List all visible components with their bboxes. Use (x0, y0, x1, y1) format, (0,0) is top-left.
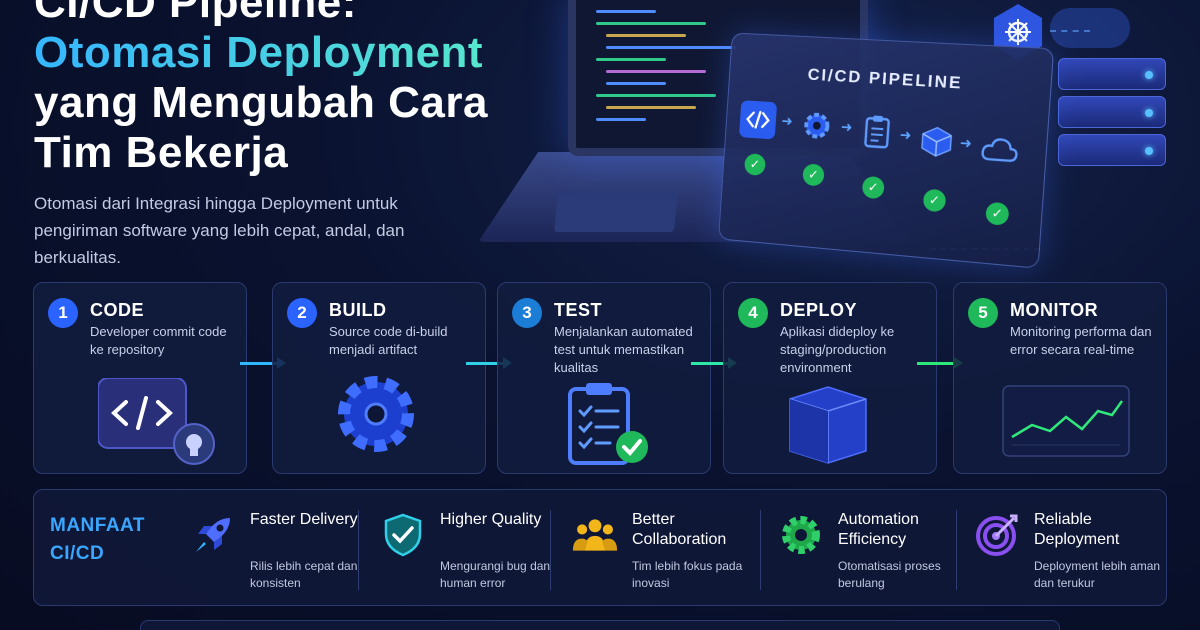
benefit-higher-quality: Higher Quality Mengurangi bug dan human … (380, 490, 570, 607)
box-icon (916, 121, 957, 162)
box-icon (784, 381, 870, 472)
step-title: CODE (90, 300, 145, 320)
arrow-icon: ➜ (899, 126, 913, 144)
step-title: MONITOR (1010, 300, 1099, 320)
server-rack-icon (1058, 58, 1166, 172)
code-icon (738, 100, 778, 140)
step-title: BUILD (329, 300, 387, 320)
clipboard-checklist-icon (857, 112, 897, 152)
check-icon: ✓ (985, 201, 1010, 226)
step-card-build: 2 BUILD Source code di-build menjadi art… (272, 282, 486, 474)
step-number: 5 (968, 298, 998, 328)
divider (760, 510, 761, 590)
code-window-icon (97, 377, 218, 471)
arrow-icon: ➜ (840, 118, 854, 136)
shield-check-icon (380, 512, 426, 558)
gear-icon (331, 369, 421, 464)
check-icon: ✓ (922, 188, 947, 213)
line-chart-icon (1002, 385, 1132, 464)
step-card-code: 1 CODE Developer commit code ke reposito… (33, 282, 247, 474)
step-number: 3 (512, 298, 542, 328)
step-title: DEPLOY (780, 300, 858, 320)
title-line-3: yang Mengubah Cara (34, 78, 488, 127)
step-description: Source code di-build menjadi artifact (329, 324, 448, 357)
divider (550, 510, 551, 590)
target-icon (974, 512, 1020, 558)
pipeline-title: CI/CD PIPELINE (807, 64, 964, 93)
step-title: TEST (554, 300, 603, 320)
check-icon: ✓ (861, 175, 885, 200)
pipeline-card: CI/CD PIPELINE ➜ ➜ ➜ ➜ ✓ ✓ ✓ ✓ ✓ (718, 32, 1055, 269)
step-card-test: 3 TEST Menjalankan automated test untuk … (497, 282, 711, 474)
cloud-icon (979, 130, 1021, 172)
step-card-monitor: 5 MONITOR Monitoring performa dan error … (953, 282, 1167, 474)
step-description: Developer commit code ke repository (90, 324, 227, 357)
hero-subtitle: Otomasi dari Integrasi hingga Deployment… (34, 194, 405, 267)
step-description: Menjalankan automated test untuk memasti… (554, 324, 693, 375)
team-icon (572, 512, 618, 558)
step-number: 4 (738, 298, 768, 328)
rocket-icon (190, 512, 236, 558)
step-description: Monitoring performa dan error secara rea… (1010, 324, 1152, 357)
title-line-4: Tim Bekerja (34, 128, 289, 177)
arrow-icon: ➜ (781, 112, 794, 129)
title-line-2: Otomasi Deployment (34, 28, 594, 78)
gear-icon (797, 106, 836, 146)
benefit-reliable-deployment: Reliable Deployment Deployment lebih ama… (974, 490, 1164, 607)
divider (358, 510, 359, 590)
clipboard-check-icon (568, 381, 654, 472)
title-line-1: CI/CD Pipeline: (34, 0, 357, 27)
benefit-automation-efficiency: Automation Efficiency Otomatisasi proses… (778, 490, 978, 607)
benefits-panel: MANFAAT CI/CD Faster Delivery Rilis lebi… (33, 489, 1167, 606)
benefits-label: MANFAAT CI/CD (50, 515, 145, 564)
benefit-better-collaboration: Better Collaboration Tim lebih fokus pad… (572, 490, 772, 607)
check-icon: ✓ (743, 153, 767, 177)
step-card-deploy: 4 DEPLOY Aplikasi dideploy ke staging/pr… (723, 282, 937, 474)
step-description: Aplikasi dideploy ke staging/production … (780, 324, 895, 375)
check-icon: ✓ (802, 163, 825, 187)
laptop-trackpad (553, 192, 679, 232)
step-number: 1 (48, 298, 78, 328)
bottom-panel (140, 620, 1060, 630)
gear-icon (778, 512, 824, 558)
hero-title: CI/CD Pipeline: Otomasi Deployment yang … (34, 0, 594, 178)
arrow-icon: ➜ (959, 134, 973, 152)
benefit-faster-delivery: Faster Delivery Rilis lebih cepat dan ko… (190, 490, 380, 607)
divider (956, 510, 957, 590)
cloud-shape (1050, 8, 1130, 48)
step-number: 2 (287, 298, 317, 328)
